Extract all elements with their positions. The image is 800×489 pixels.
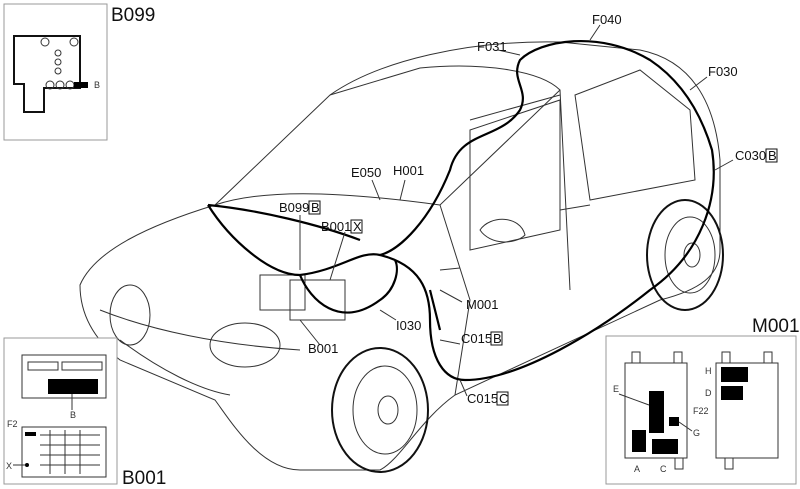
m001-label-g: G (693, 428, 700, 438)
label-b099: B099 (279, 200, 309, 215)
tag-b001x: X (353, 219, 362, 234)
inset-b001: B F2 X (3, 337, 118, 485)
battery (259, 274, 346, 321)
b001-label-f2: F2 (7, 419, 18, 429)
tag-c030: B (768, 148, 777, 163)
m001-label-a: A (634, 464, 640, 474)
tag-b099: B (311, 200, 320, 215)
wiring-harness (207, 39, 715, 382)
label-f030: F030 (708, 64, 738, 79)
label-h001: H001 (393, 163, 424, 178)
leader-lines (299, 24, 734, 397)
inset-title-m001: M001 (752, 316, 800, 337)
inset-m001: E F22 G A C H D (605, 335, 797, 485)
label-b001x: B001 (321, 219, 351, 234)
m001-label-d: D (705, 388, 712, 398)
label-c030: C030 (735, 148, 766, 163)
front-wheel (331, 347, 429, 473)
m001-label-h: H (705, 366, 712, 376)
label-c015b: C015 (461, 331, 492, 346)
label-i030: I030 (396, 318, 421, 333)
inset-b099: B (3, 3, 108, 141)
label-f031: F031 (477, 39, 507, 54)
inset-title-b099: B099 (111, 5, 155, 26)
label-c015c: C015 (467, 391, 498, 406)
b001-label-b: B (70, 410, 76, 420)
label-f040: F040 (592, 12, 622, 27)
label-m001: M001 (466, 297, 499, 312)
car-outline (79, 41, 721, 471)
label-e050: E050 (351, 165, 381, 180)
b001-label-x: X (6, 461, 12, 471)
inset-title-b001: B001 (122, 468, 166, 489)
m001-label-e: E (613, 384, 619, 394)
m001-label-f22: F22 (693, 406, 709, 416)
label-b001: B001 (308, 341, 338, 356)
tag-c015b: B (493, 331, 502, 346)
tag-c015c: C (499, 391, 508, 406)
rear-wheel (646, 199, 724, 311)
m001-label-c: C (660, 464, 667, 474)
b099-label-b: B (94, 80, 100, 90)
